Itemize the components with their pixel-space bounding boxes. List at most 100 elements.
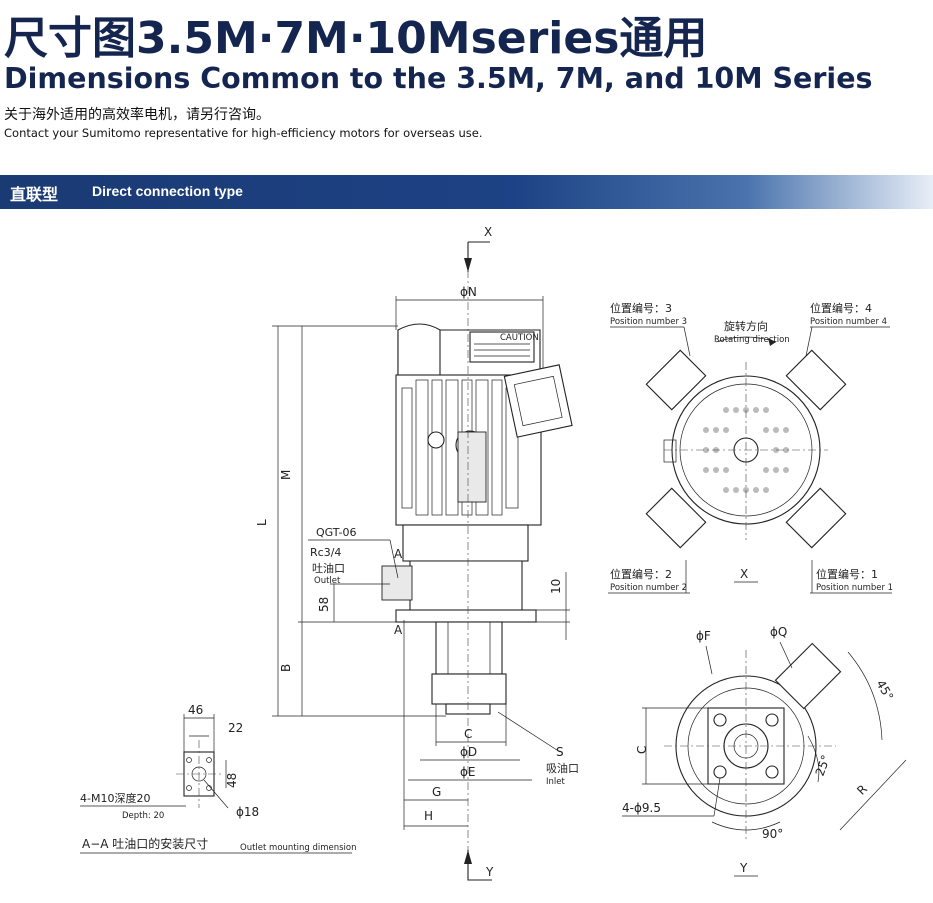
pos4-en: Position number 4 bbox=[810, 317, 887, 327]
dim-c-bottom-label: C bbox=[635, 746, 649, 754]
side-view-x-label: X bbox=[484, 225, 492, 239]
inlet-leader bbox=[497, 711, 561, 753]
pos3-en: Position number 3 bbox=[610, 317, 687, 327]
section-banner: 直联型 Direct connection type bbox=[0, 175, 933, 209]
arc-45 bbox=[847, 651, 883, 741]
flange-hole-1 bbox=[186, 757, 192, 763]
dia-q-leader bbox=[779, 641, 793, 669]
outlet-label-en: Outlet bbox=[314, 576, 341, 586]
flange-hole-3 bbox=[186, 785, 192, 791]
dim-m-label: M bbox=[279, 470, 293, 480]
pos4-leader bbox=[805, 326, 813, 357]
note-cn: 关于海外适用的高效率电机，请另行咨询。 bbox=[4, 107, 270, 123]
side-view: X ϕN CAUTION bbox=[255, 225, 579, 881]
dim-c-label: C bbox=[464, 727, 472, 741]
arc-25 bbox=[807, 735, 820, 783]
section-a-bottom: A bbox=[394, 623, 403, 637]
page-title-cn: 尺寸图3.5M·7M·10Mseries通用 bbox=[4, 13, 708, 64]
view-x-arrowhead bbox=[464, 258, 472, 272]
mounting-plate bbox=[395, 609, 537, 623]
outlet-block bbox=[381, 565, 413, 601]
outlet-label-cn: 吐油口 bbox=[312, 561, 345, 575]
dim-r-line bbox=[839, 759, 907, 831]
bolt-hole-3 bbox=[713, 765, 727, 779]
holes-leader bbox=[713, 777, 721, 817]
section-label-cn: 直联型 bbox=[10, 185, 59, 204]
position-box-2 bbox=[645, 487, 707, 549]
angle-45-label: 45° bbox=[873, 678, 896, 703]
rotation-en: Rotating direction bbox=[714, 335, 790, 345]
angle-25-label: 25° bbox=[813, 753, 833, 778]
dim-46-label: 46 bbox=[188, 703, 203, 717]
holes-label: 4-ϕ9.5 bbox=[622, 801, 661, 815]
motor-fins bbox=[401, 379, 519, 516]
pos4-cn: 位置编号：4 bbox=[810, 301, 872, 315]
section-a-top: A bbox=[394, 547, 403, 561]
bolt-hole-2 bbox=[765, 713, 779, 727]
dia-18-label: ϕ18 bbox=[236, 805, 259, 819]
pos3-cn: 位置编号：3 bbox=[610, 301, 672, 315]
pos2-en: Position number 2 bbox=[610, 583, 687, 593]
section-label-en: Direct connection type bbox=[92, 183, 243, 199]
terminal-box-bottom bbox=[774, 642, 842, 710]
terminal-box bbox=[503, 364, 573, 438]
view-x-arrow-top bbox=[467, 241, 490, 272]
dim-10-label: 10 bbox=[549, 579, 563, 594]
top-view: 位置编号：3 Position number 3 位置编号：4 Position… bbox=[608, 301, 893, 594]
arc-90 bbox=[711, 821, 781, 831]
motor-cap-dome bbox=[397, 323, 441, 376]
rc-label: Rc3/4 bbox=[310, 546, 341, 559]
dia-f-leader bbox=[705, 645, 713, 675]
dim-d-label: ϕD bbox=[460, 745, 477, 759]
side-lug bbox=[663, 439, 677, 463]
rotation-cn: 旋转方向 bbox=[724, 319, 768, 333]
position-box-1 bbox=[785, 487, 847, 549]
bolt-depth-en: Depth: 20 bbox=[122, 811, 164, 821]
top-view-x-label: X bbox=[740, 567, 748, 581]
caution-plate bbox=[469, 331, 535, 363]
pos1-en: Position number 1 bbox=[816, 583, 893, 593]
pump-casing bbox=[431, 673, 507, 705]
position-box-4 bbox=[785, 349, 847, 411]
dia-18-leader bbox=[203, 779, 229, 809]
dim-22-label: 22 bbox=[228, 721, 243, 735]
caution-text: CAUTION bbox=[500, 333, 539, 343]
bolt-spec-cn: 4-M10深度20 bbox=[80, 791, 150, 805]
flange-detail: 46 22 48 ϕ18 4-M10深度20 Depth: 20 A−A 吐油口… bbox=[80, 703, 357, 854]
bolt-hole-4 bbox=[765, 765, 779, 779]
qgt-leader-2 bbox=[389, 539, 399, 579]
angle-90-label: 90° bbox=[762, 827, 783, 841]
dim-e-label: ϕE bbox=[460, 765, 476, 779]
position-box-3 bbox=[645, 349, 707, 411]
pos1-cn: 位置编号：1 bbox=[816, 567, 878, 581]
rotation-arrowhead bbox=[768, 338, 776, 346]
dia-q-label: ϕQ bbox=[770, 625, 787, 639]
page-title-en: Dimensions Common to the 3.5M, 7M, and 1… bbox=[4, 62, 873, 95]
motor-flange bbox=[402, 524, 529, 562]
dim-r-label: R bbox=[854, 782, 870, 798]
section-caption-en: Outlet mounting dimension bbox=[240, 843, 357, 853]
pos3-leader bbox=[683, 326, 691, 357]
section-caption-cn: A−A 吐油口的安装尺寸 bbox=[82, 836, 208, 851]
dim-g-label: G bbox=[432, 785, 441, 799]
bottom-view: ϕF ϕQ C 45° 25° R 4-ϕ9.5 90° Y bbox=[622, 625, 907, 877]
flange-hole-2 bbox=[206, 757, 212, 763]
side-view-y-label: Y bbox=[485, 865, 494, 879]
dim-h-label: H bbox=[424, 809, 433, 823]
bottom-view-y-label: Y bbox=[739, 861, 748, 875]
dim-l-label: L bbox=[255, 519, 269, 526]
dim-48-label: 48 bbox=[225, 773, 239, 788]
qgt-label: QGT-06 bbox=[316, 526, 356, 539]
dim-58-label: 58 bbox=[317, 597, 331, 612]
view-y-arrowhead bbox=[464, 850, 472, 864]
dim-b-label: B bbox=[279, 664, 293, 672]
inlet-label-cn: 吸油口 bbox=[546, 761, 579, 775]
dia-f-label: ϕF bbox=[696, 629, 711, 643]
inlet-s-label: S bbox=[556, 745, 564, 759]
dim-n-label: ϕN bbox=[460, 285, 477, 299]
note-en: Contact your Sumitomo representative for… bbox=[4, 126, 483, 140]
inlet-label-en: Inlet bbox=[546, 777, 565, 787]
pump-shaft-housing bbox=[435, 621, 503, 675]
pump-housing bbox=[409, 560, 523, 611]
